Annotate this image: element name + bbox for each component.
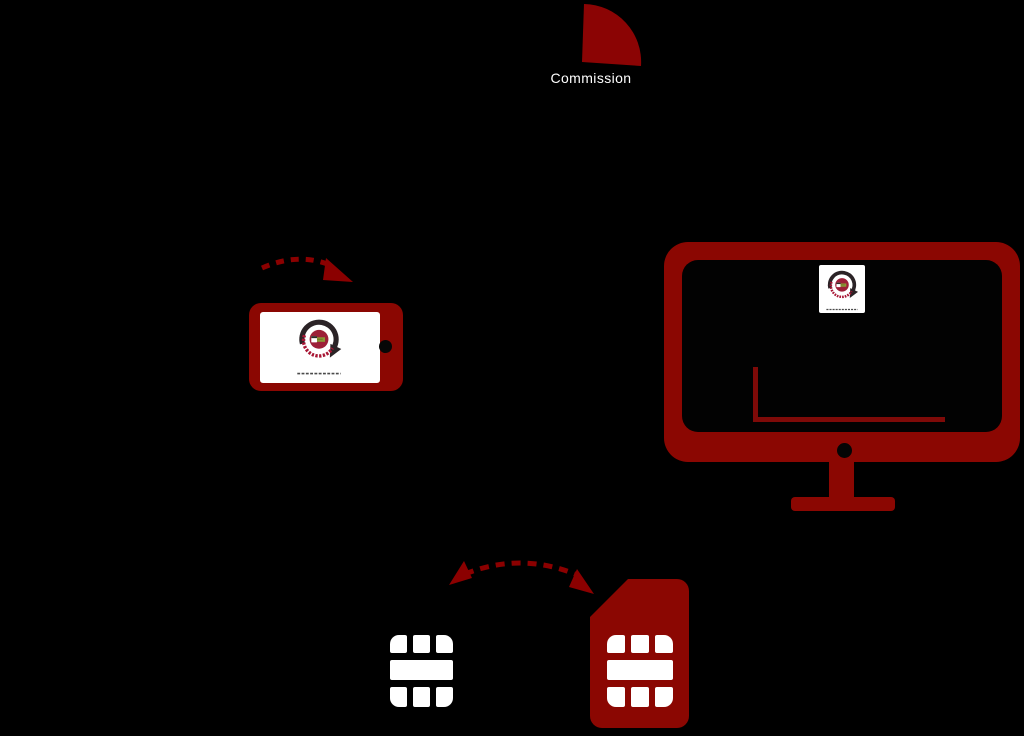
chip-bar bbox=[607, 660, 673, 680]
sim-card-chip bbox=[607, 635, 673, 707]
chip-cell bbox=[436, 635, 453, 653]
chip-cell bbox=[655, 687, 673, 707]
sim-chip-contacts-icon bbox=[390, 635, 453, 707]
tablet-device-icon bbox=[249, 303, 403, 391]
chip-bar bbox=[390, 660, 453, 680]
chip-cell bbox=[436, 687, 453, 707]
double-headed-dashed-arrow-icon bbox=[449, 560, 594, 594]
chip-row bbox=[607, 687, 673, 707]
chip-row bbox=[390, 635, 453, 653]
chip-row bbox=[607, 635, 673, 653]
monitor-stand-base bbox=[791, 497, 895, 511]
commission-label: Commission bbox=[550, 70, 632, 86]
dashed-curved-arrow-icon bbox=[260, 256, 353, 282]
empty-chart-axes-icon bbox=[753, 367, 758, 422]
commission-pie-wedge-icon bbox=[582, 4, 642, 66]
chip-cell bbox=[655, 635, 673, 653]
chip-cell bbox=[413, 635, 430, 653]
chip-cell bbox=[631, 687, 649, 707]
desktop-monitor-icon bbox=[664, 242, 1020, 512]
brand-logo-panel bbox=[819, 265, 865, 313]
chip-cell bbox=[607, 635, 625, 653]
tablet-home-button bbox=[379, 340, 392, 353]
empty-chart-axes-icon bbox=[753, 417, 945, 422]
chip-cell bbox=[631, 635, 649, 653]
monitor-power-dot bbox=[837, 443, 852, 458]
monitor-stand bbox=[829, 462, 854, 498]
brand-logo-icon bbox=[290, 313, 348, 377]
chip-cell bbox=[413, 687, 430, 707]
chip-row bbox=[390, 687, 453, 707]
chip-cell bbox=[607, 687, 625, 707]
chip-cell bbox=[390, 635, 407, 653]
chip-cell bbox=[390, 687, 407, 707]
sim-card-icon bbox=[590, 579, 689, 728]
brand-logo-icon bbox=[821, 266, 863, 312]
